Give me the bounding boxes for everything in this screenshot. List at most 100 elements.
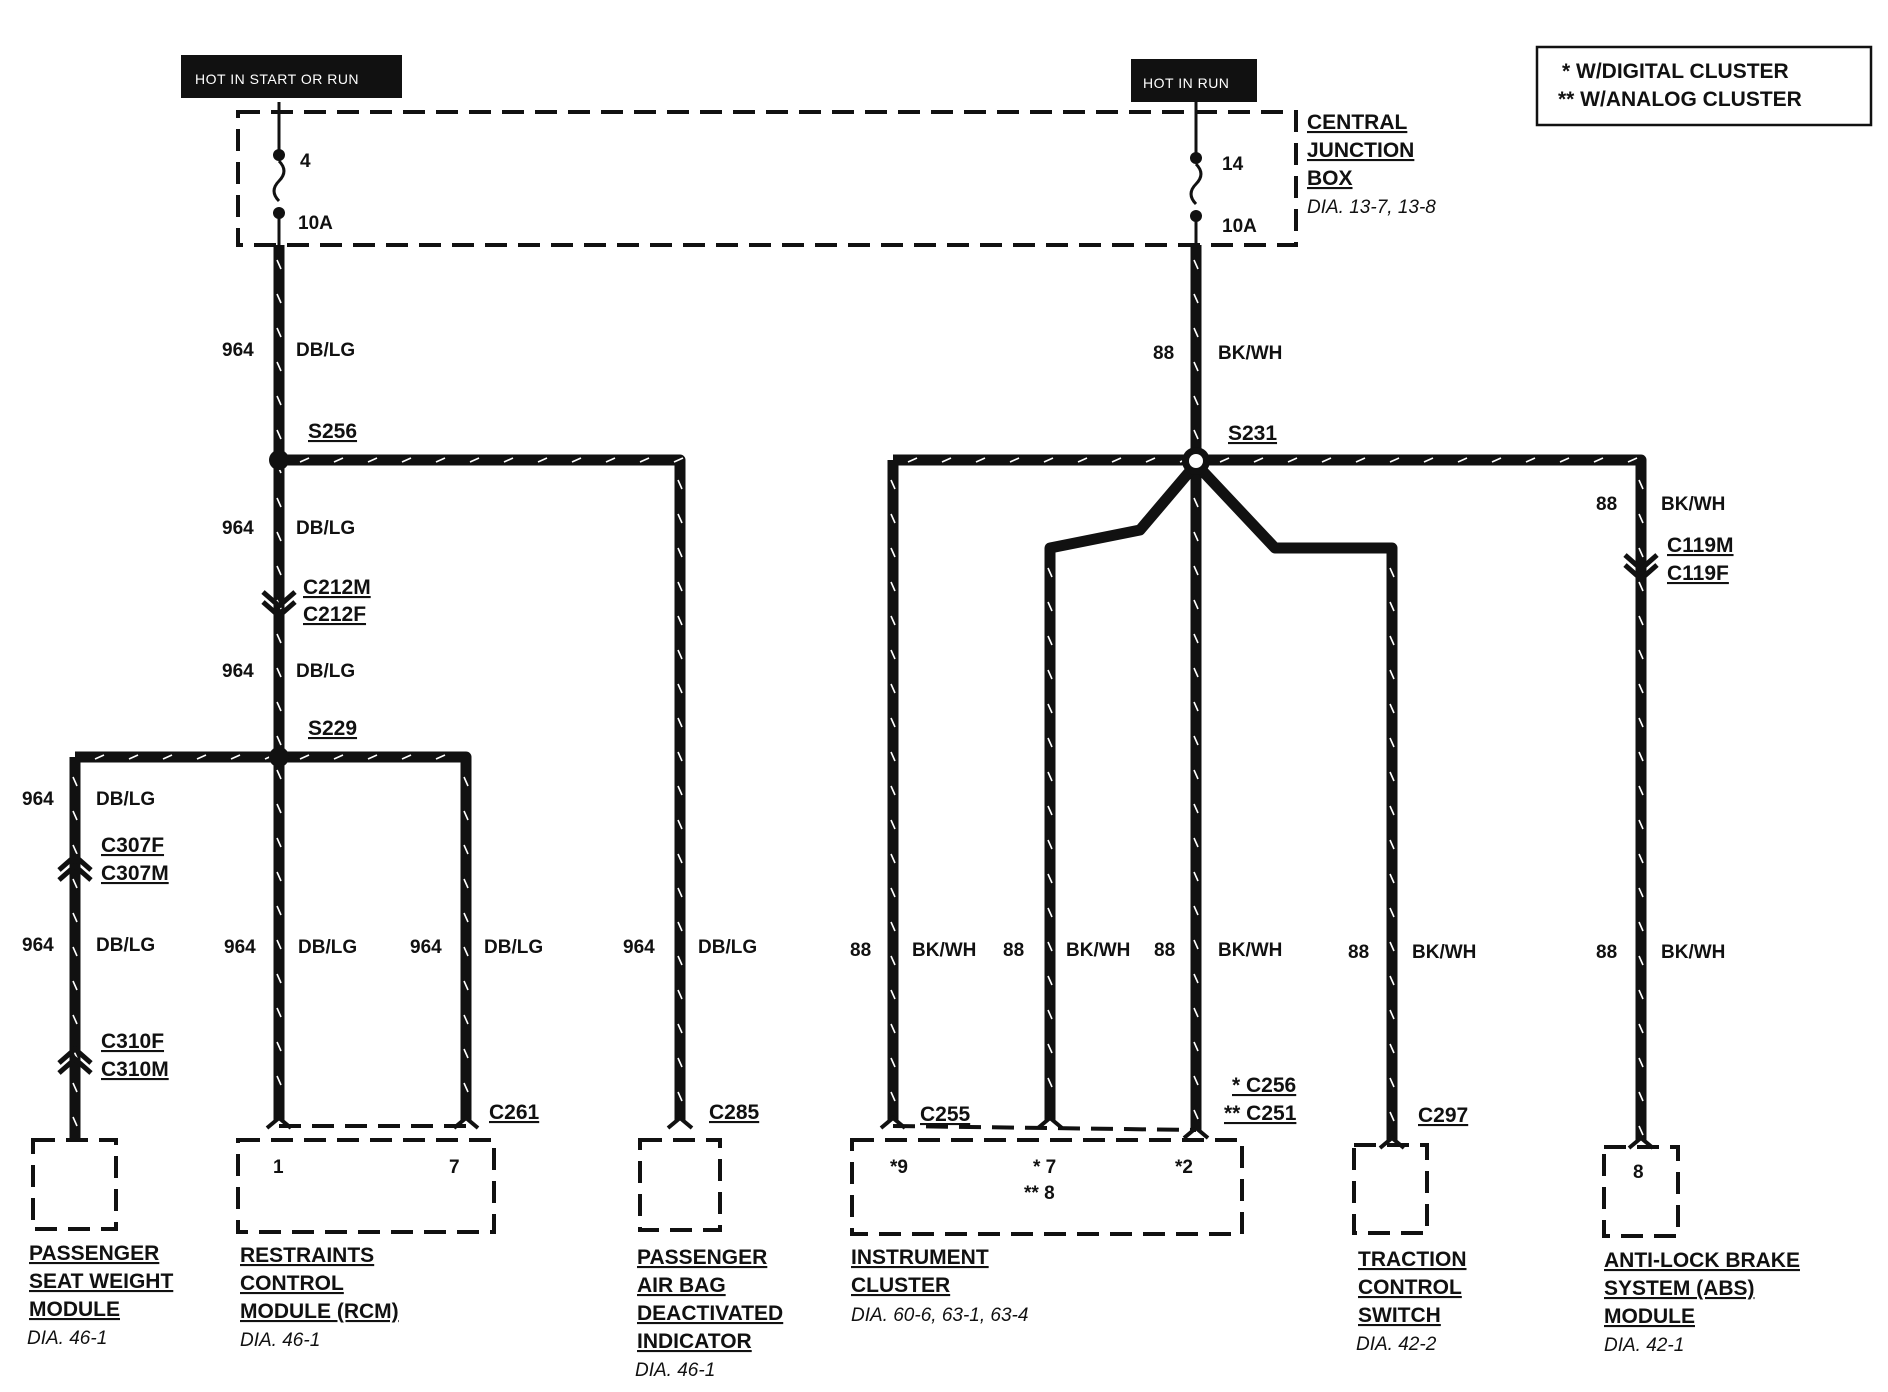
wire-tracer (1389, 873, 1395, 884)
wire-label-number: 964 (224, 937, 256, 958)
wire-tracer (276, 1007, 282, 1018)
wire-tracer (1491, 457, 1502, 463)
wire-tracer (1638, 1023, 1644, 1034)
wire-tracer (72, 844, 78, 855)
wire-tracer (276, 531, 282, 542)
wire-tracer (1638, 1057, 1644, 1068)
wire-tracer (890, 853, 896, 864)
abs-name-3: MODULE (1604, 1305, 1695, 1328)
wire-tracer (890, 751, 896, 762)
abs-dia: DIA. 42-1 (1604, 1335, 1684, 1356)
wire-tracer (677, 1057, 683, 1068)
power-label-right-text: HOT IN RUN (1143, 75, 1229, 91)
wire-tracer (1193, 769, 1199, 780)
splice-s229-label: S229 (308, 717, 357, 740)
wire-tracer (1193, 667, 1199, 678)
wire-tracer (1047, 941, 1053, 952)
wire-tracer (1638, 547, 1644, 558)
wire-label-color: BK/WH (1412, 942, 1476, 963)
pabdi-name-1: PASSENGER (637, 1246, 767, 1269)
wire-tracer (72, 980, 78, 991)
component-anti-lock-brake-module: 8 ANTI-LOCK BRAKE SYSTEM (ABS) MODULE DI… (1602, 1145, 1800, 1356)
wire-tracer (1638, 479, 1644, 490)
ic-pin-2: *2 (1175, 1157, 1193, 1178)
wire-tracer (463, 980, 469, 991)
wire-tracer (890, 989, 896, 1000)
wire-tracer (677, 1091, 683, 1102)
connector-c310f-label: C310F (101, 1030, 164, 1053)
wire-tracer (1638, 1091, 1644, 1102)
ic-pin-8: ** 8 (1024, 1183, 1055, 1204)
wire-label-number: 964 (222, 661, 254, 682)
wire-stripes (72, 259, 1644, 1136)
wire-tracer (1009, 457, 1020, 463)
wire-tracer (1047, 975, 1053, 986)
wire-tracer (1193, 871, 1199, 882)
wire-tracer (1638, 1125, 1644, 1136)
wire-tracer (276, 769, 282, 780)
connector-c297-label: C297 (1418, 1104, 1468, 1127)
wire-tracer (1525, 457, 1536, 463)
wire-label-number: 88 (1596, 494, 1617, 515)
wire-tracer (276, 1075, 282, 1086)
power-label-right: HOT IN RUN (1131, 59, 1257, 102)
wire-tracer (276, 633, 282, 644)
fuse-4-rating: 10A (298, 213, 333, 234)
connector-c212f-label: C212F (303, 603, 366, 626)
junction-box-name-3: BOX (1307, 167, 1353, 190)
wire-tracer (890, 955, 896, 966)
connector-c119-symbol (1623, 553, 1659, 583)
wire-tracer (72, 776, 78, 787)
wire-label-color: DB/LG (296, 518, 355, 539)
connector-c310-symbol (57, 1045, 93, 1075)
wire-tracer (1389, 839, 1395, 850)
wire-tracer (1389, 669, 1395, 680)
wire-tracer (1253, 457, 1264, 463)
wire-tracer (463, 844, 469, 855)
wire-tracer (1193, 361, 1199, 372)
wire-tracer (276, 395, 282, 406)
junction-box-dia: DIA. 13-7, 13-8 (1307, 197, 1436, 218)
wire-tracer (1219, 457, 1230, 463)
wire-tracer (677, 1023, 683, 1034)
wire-tracer (276, 361, 282, 372)
wire-tracer (890, 819, 896, 830)
pswm-dia: DIA. 46-1 (27, 1328, 107, 1349)
wire-tracer (1047, 601, 1053, 612)
junction-box-name-1: CENTRAL (1307, 111, 1407, 134)
connector-c212m-label: C212M (303, 576, 371, 599)
wire-tracer (1389, 771, 1395, 782)
splice-s256-dot (269, 450, 289, 470)
wire-label-color: DB/LG (296, 661, 355, 682)
wire-tracer (1047, 771, 1053, 782)
wire-tracer (677, 819, 683, 830)
wire-tracer (276, 429, 282, 440)
connector-c212-symbol (261, 590, 297, 620)
wire-tracer (677, 785, 683, 796)
splice-s231-center (1189, 454, 1203, 468)
wire-tracer (1389, 703, 1395, 714)
wire-tracer (605, 457, 616, 463)
wire-tracer (1389, 1043, 1395, 1054)
wire-tracer (1355, 457, 1366, 463)
fuse-4: 4 10A (272, 102, 333, 245)
wire-tracer (276, 293, 282, 304)
wire-tracer (1193, 1109, 1199, 1120)
abs-name-2: SYSTEM (ABS) (1604, 1277, 1755, 1300)
wire-label-number: 964 (623, 937, 655, 958)
wire-tracer (1047, 1077, 1053, 1088)
wire-tracer (1193, 905, 1199, 916)
legend-analog: ** W/ANALOG CLUSTER (1558, 88, 1802, 111)
circuit-88-wires (887, 245, 1647, 1140)
wire-tracer (1389, 601, 1395, 612)
wire-tracer (677, 853, 683, 864)
wire-tracer (1638, 955, 1644, 966)
wire-tracer (890, 547, 896, 558)
wire-tracer (401, 457, 412, 463)
wire-tracer (1047, 1009, 1053, 1020)
wire-label-number: 88 (1348, 942, 1369, 963)
wire-label-number: 88 (1153, 343, 1174, 364)
wire-label-number: 88 (1596, 942, 1617, 963)
wire-tracer (941, 457, 952, 463)
wire-tracer (276, 565, 282, 576)
